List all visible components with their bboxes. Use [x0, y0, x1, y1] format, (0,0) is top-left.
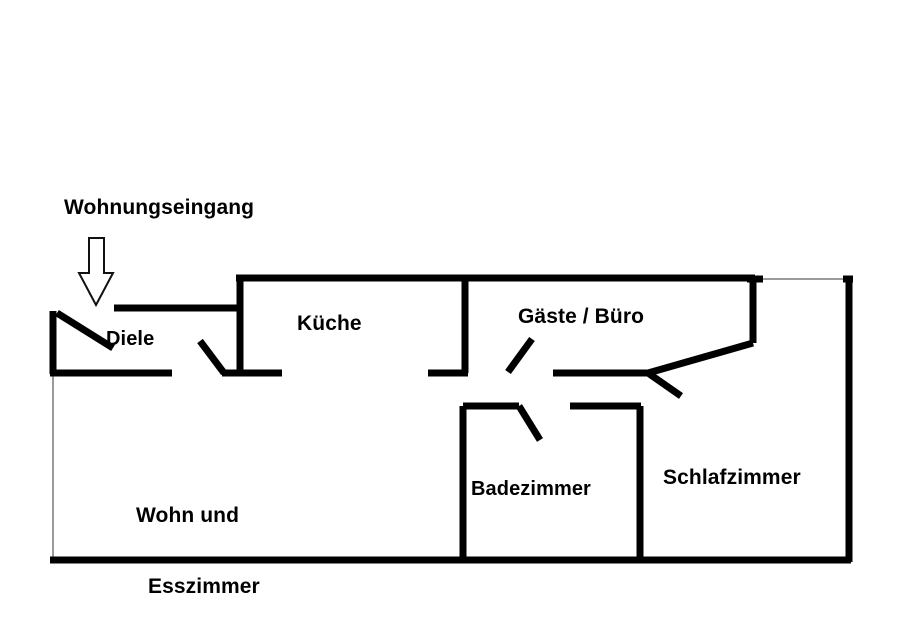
room-label-wohnzimmer: Wohn und Esszimmer [136, 457, 260, 621]
diele-living-door-swing [197, 338, 227, 376]
room-label-wohnzimmer-line1: Wohn und [136, 504, 240, 528]
room-label-gaeste-buero: Gäste / Büro [518, 305, 645, 328]
entrance-title: Wohnungseingang [64, 196, 255, 219]
entrance-door-swing [55, 310, 115, 351]
entrance-arrow-icon [77, 237, 115, 308]
kitchen-door-swing [505, 336, 535, 375]
room-label-diele: Diele [106, 328, 155, 350]
room-label-badezimmer: Badezimmer [471, 478, 591, 500]
door-group [55, 310, 684, 442]
room-label-wohnzimmer-line2: Esszimmer [148, 574, 260, 598]
bath-door-swing [516, 404, 543, 442]
room-label-kueche: Küche [297, 312, 362, 335]
gaeste-door-swing [645, 370, 684, 399]
gaeste-diagonal-wall [647, 339, 754, 377]
room-label-schlafzimmer: Schlafzimmer [663, 466, 801, 489]
thick-wall-group [49, 274, 853, 564]
